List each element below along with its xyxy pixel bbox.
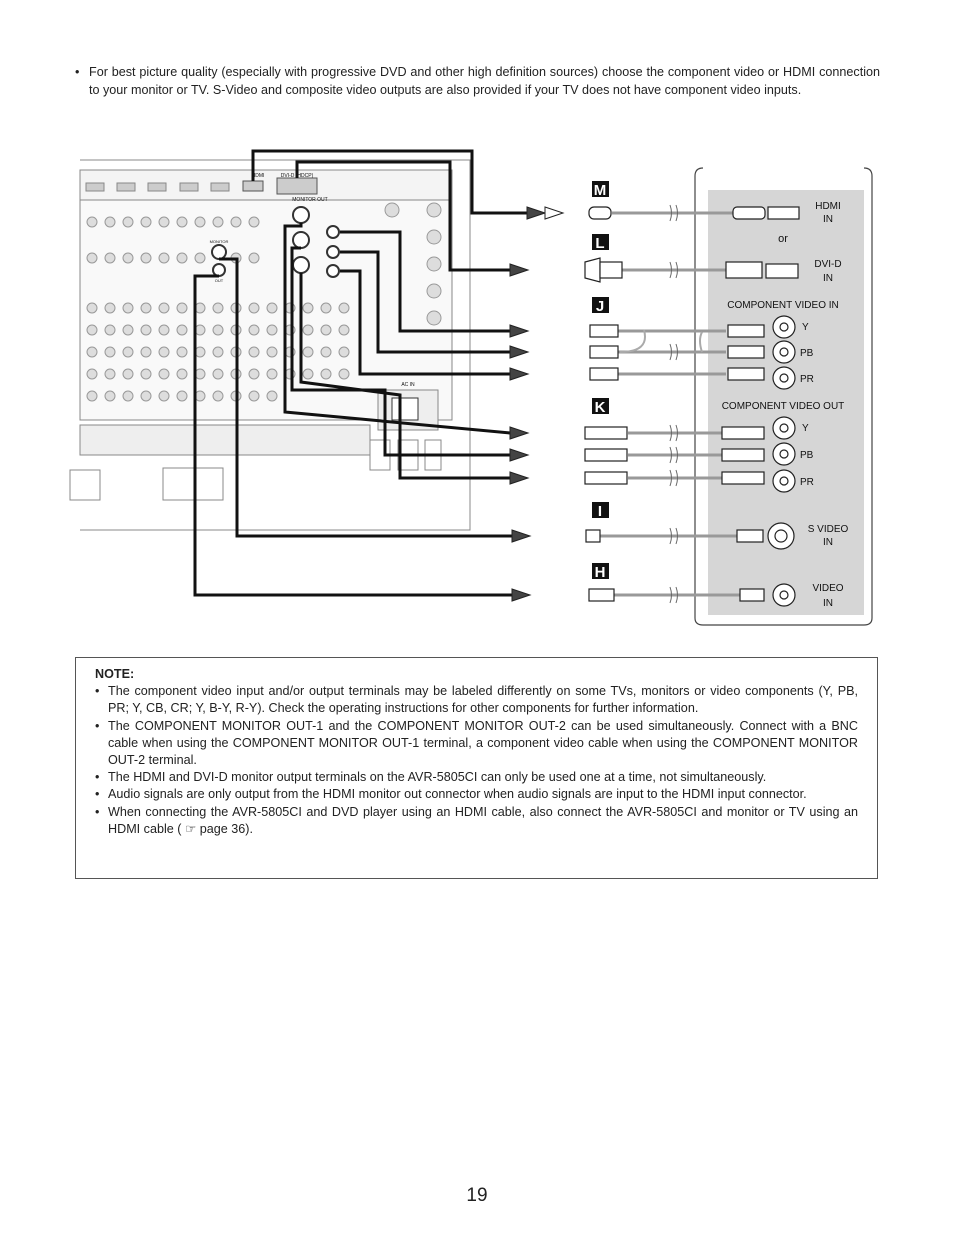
connection-letters: M L J K I H: [592, 181, 609, 581]
letter-box-m: [592, 181, 609, 197]
letter-i: I: [598, 503, 602, 520]
letter-m: M: [594, 182, 607, 199]
note-text: The HDMI and DVI-D monitor output termin…: [108, 770, 767, 785]
label-component-video-in: COMPONENT VIDEO IN: [727, 300, 839, 311]
arrows: [509, 206, 565, 602]
intro-bullet-row: • For best picture quality (especially w…: [75, 64, 880, 99]
tv-jacks: [767, 315, 796, 607]
note-item: • The COMPONENT MONITOR OUT-1 and the COM…: [95, 718, 858, 770]
receiver-monitor-out-label: MONITOR OUT: [292, 197, 327, 203]
label-y-in: Y: [802, 322, 809, 333]
label-video: VIDEO: [812, 583, 843, 594]
label-dvid: DVI-D: [814, 259, 841, 270]
label-hdmi: HDMI: [815, 201, 841, 212]
note-text: Audio signals are only output from the H…: [108, 787, 807, 802]
note-item: • The HDMI and DVI-D monitor output termi…: [95, 769, 858, 786]
label-y-out: Y: [802, 423, 809, 434]
note-item: • Audio signals are only output from the …: [95, 786, 858, 803]
page-number: 19: [466, 1185, 488, 1206]
receiver-out-label: OUT: [215, 278, 224, 283]
receiver-rear-panel: [69, 159, 471, 531]
intro-text: For best picture quality (especially wit…: [89, 65, 880, 97]
letter-box-j: [592, 297, 609, 313]
cables: [193, 149, 527, 597]
plugs-left: [584, 206, 628, 602]
note-title: NOTE:: [95, 667, 135, 681]
note-item: • The component video input and/or output…: [95, 683, 858, 717]
connection-diagram: HDMI DVI-D (HDCP) MONITOR OUT MONITOR OU…: [69, 149, 873, 626]
bullet: •: [95, 770, 100, 785]
label-dvid-in: IN: [823, 273, 833, 284]
letter-box-k: [592, 398, 609, 414]
letter-box-i: [592, 502, 609, 518]
bullet: •: [75, 65, 80, 79]
label-pb-in: PB: [800, 348, 814, 359]
note-text: The COMPONENT MONITOR OUT-1 and the COMP…: [108, 718, 858, 768]
note-text: The component video input and/or output …: [108, 684, 858, 716]
letter-l: L: [595, 235, 604, 252]
break-marks: [669, 204, 678, 604]
bullet: •: [95, 684, 100, 699]
label-s-video-in: IN: [823, 537, 833, 548]
label-s-video: S VIDEO: [808, 524, 849, 535]
letter-box-l: [592, 234, 609, 250]
label-pr-in: PR: [800, 374, 814, 385]
note-box: NOTE: • The component video input and/or …: [75, 657, 878, 879]
letter-h: H: [595, 564, 606, 581]
label-video-in: IN: [823, 598, 833, 609]
plugs-right: [721, 206, 800, 602]
note-item: • When connecting the AVR-5805CI and DVD …: [95, 804, 858, 838]
intro-paragraph: • For best picture quality (especially w…: [75, 64, 880, 99]
letter-box-h: [592, 563, 609, 579]
receiver-monitor-small-label: MONITOR: [210, 239, 229, 244]
bullet: •: [95, 804, 100, 819]
receiver-hdmi-label: HDMI: [252, 173, 265, 179]
bullet: •: [95, 787, 100, 802]
label-or: or: [778, 233, 788, 245]
letter-j: J: [596, 298, 604, 315]
label-hdmi-in: IN: [823, 214, 833, 225]
bullet: •: [95, 718, 100, 733]
note-text: When connecting the AVR-5805CI and DVD p…: [108, 804, 858, 836]
label-pb-out: PB: [800, 450, 814, 461]
label-pr-out: PR: [800, 477, 814, 488]
letter-k: K: [595, 399, 606, 416]
receiver-ac-in-label: AC IN: [401, 382, 415, 388]
label-component-video-out: COMPONENT VIDEO OUT: [722, 401, 845, 412]
